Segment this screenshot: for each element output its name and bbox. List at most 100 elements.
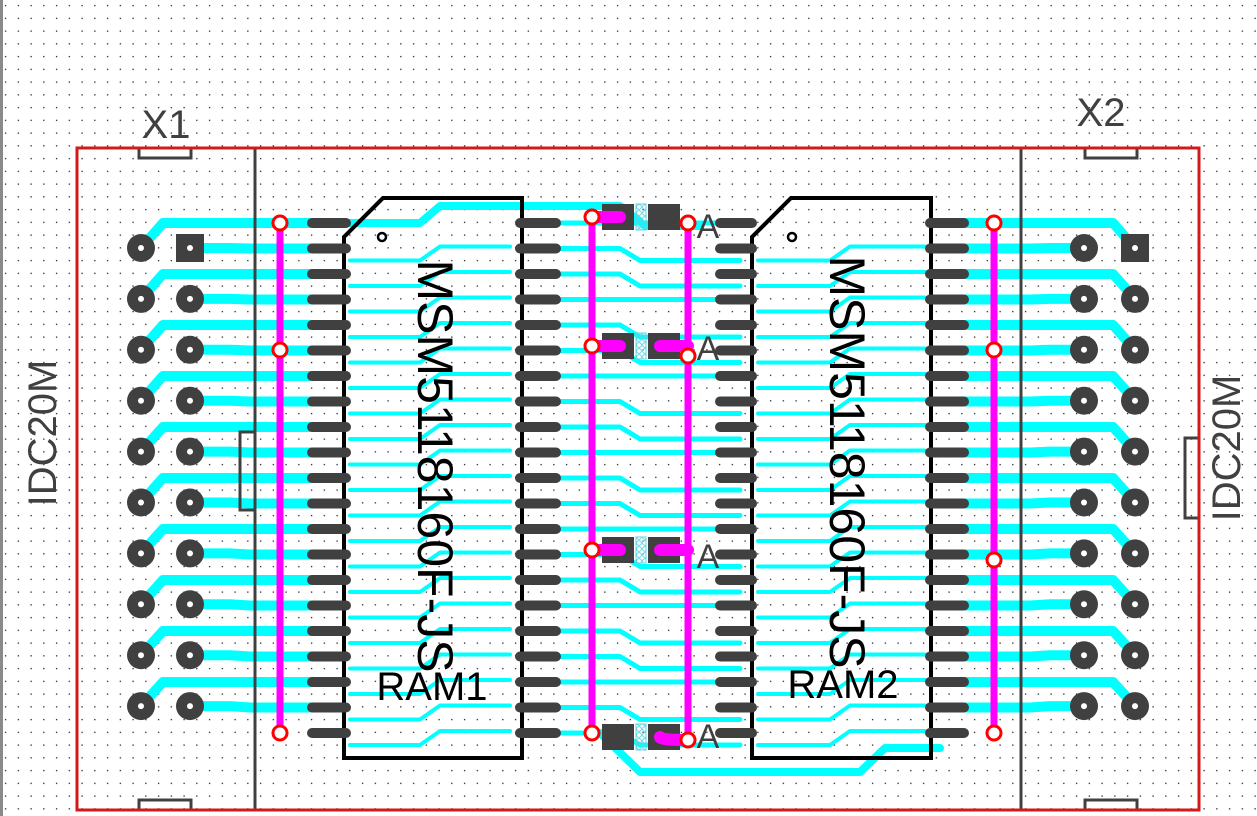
ram2-pin1-marker	[786, 231, 798, 243]
x1-pin-hole	[138, 550, 144, 557]
trace-x1-a	[136, 524, 325, 559]
via	[679, 214, 697, 232]
x1-pin-hole	[187, 245, 193, 251]
cap-pad-left	[602, 724, 634, 750]
trace-x1-a	[136, 320, 325, 355]
cap-label-1[interactable]: A	[697, 208, 720, 246]
trace-x2-b	[955, 422, 1140, 457]
x2-key	[1183, 436, 1199, 520]
via	[583, 208, 601, 226]
x2-notch-top	[1083, 148, 1139, 160]
cap-label-4[interactable]: A	[697, 718, 720, 756]
board-outline-rect[interactable]	[75, 146, 1201, 812]
cap-body	[635, 536, 647, 564]
x1-pin-hole	[187, 346, 193, 353]
via	[985, 724, 1003, 742]
x1-pin-hole	[138, 295, 144, 302]
cap-body	[635, 203, 647, 231]
via	[679, 731, 697, 749]
x2-pin-hole	[1081, 601, 1087, 608]
vias	[271, 208, 1003, 749]
x2-value-label[interactable]: IDC20M	[1205, 375, 1249, 522]
trace-ram1-internal	[348, 576, 512, 594]
top-layer-traces	[136, 202, 1140, 776]
cap-body	[635, 723, 647, 751]
x1-pin-hole	[138, 448, 144, 455]
trace-ram1-internal	[348, 499, 512, 518]
x1-pin-hole	[138, 245, 144, 251]
trace-x2-b	[955, 524, 1140, 559]
ram2-outline	[750, 196, 933, 760]
trace-ram2-internal	[756, 703, 927, 722]
trace-ram1-internal	[348, 295, 512, 314]
pads	[127, 203, 1149, 751]
trace-x1-b	[185, 243, 325, 254]
x1-value-label[interactable]: IDC20M	[21, 360, 65, 507]
x2-pin-hole	[1132, 346, 1138, 353]
x2-notch-bottom	[1083, 798, 1139, 810]
silkscreen	[137, 148, 1199, 810]
trace-ram2-internal	[756, 627, 927, 645]
x2-ref-label[interactable]: X2	[1077, 91, 1126, 135]
x1-pin-hole	[138, 397, 144, 404]
trace-ram1-internal	[348, 397, 512, 416]
trace-x1-b	[185, 293, 325, 305]
trace-ram1-internal	[348, 550, 512, 569]
ram1-pin1-marker	[376, 231, 388, 243]
trace-x1-a	[136, 677, 325, 712]
trace-ram2-internal	[756, 550, 927, 569]
trace-ram1-internal	[348, 678, 512, 696]
x2-pin-hole	[1081, 499, 1087, 506]
trace-ram2-internal	[756, 423, 927, 441]
trace-ram2-internal	[756, 601, 927, 620]
x2-pin-hole	[1132, 601, 1138, 608]
via	[271, 214, 289, 232]
x2-pin-hole	[1132, 295, 1138, 302]
x1-notch-bottom	[137, 798, 193, 810]
trace-ram1-internal	[348, 448, 512, 467]
ram2-ref-label[interactable]: RAM2	[787, 663, 898, 707]
ram1-ref-label[interactable]: RAM1	[376, 665, 487, 709]
cap-label-2[interactable]: A	[697, 330, 720, 368]
trace-ram2-internal	[756, 525, 927, 543]
ram2-value-label[interactable]: MSM5118160F-JS	[819, 255, 875, 668]
cap-label-3[interactable]: A	[697, 538, 720, 576]
x2-pin-hole	[1132, 448, 1138, 455]
trace-ram2-internal	[756, 270, 927, 288]
trace-ram1-internal	[348, 321, 512, 339]
x1-pin-hole	[187, 703, 193, 710]
trace-ram1-internal	[348, 474, 512, 492]
ram1-value-label[interactable]: MSM5118160F-JS	[407, 259, 463, 672]
trace-x1-b	[185, 701, 325, 713]
x1-notch-top	[137, 148, 193, 160]
trace-ram2-internal	[756, 474, 927, 492]
via	[583, 541, 601, 559]
via	[985, 551, 1003, 569]
trace-x1-a	[136, 371, 325, 406]
trace-ram1-internal	[348, 627, 512, 645]
trace-ram2-internal	[756, 448, 927, 467]
trace-x1-a	[136, 473, 325, 508]
trace-ram2-internal	[756, 652, 927, 671]
x2-pin-hole	[1081, 652, 1087, 659]
x1-pin-hole	[187, 397, 193, 404]
trace-ram2-internal	[756, 372, 927, 390]
via	[985, 341, 1003, 359]
trace-ram2-internal	[756, 346, 927, 365]
x1-pin-hole	[138, 499, 144, 506]
x2-pin-hole	[1081, 550, 1087, 557]
trace-ram1-internal	[348, 601, 512, 620]
x1-pin-hole	[138, 703, 144, 710]
trace-ram1-internal	[348, 346, 512, 365]
trace-bottom-crossover	[596, 729, 944, 776]
via	[679, 347, 697, 365]
x2-pin-hole	[1132, 652, 1138, 659]
trace-x2-b	[955, 677, 1140, 712]
cap-pad-right	[648, 204, 680, 230]
x2-pin-hole	[1081, 448, 1087, 455]
x1-ref-label[interactable]: X1	[142, 103, 191, 147]
x2-pin-hole	[1081, 346, 1087, 353]
x1-pin-hole	[187, 499, 193, 506]
x1-pin-hole	[138, 601, 144, 608]
